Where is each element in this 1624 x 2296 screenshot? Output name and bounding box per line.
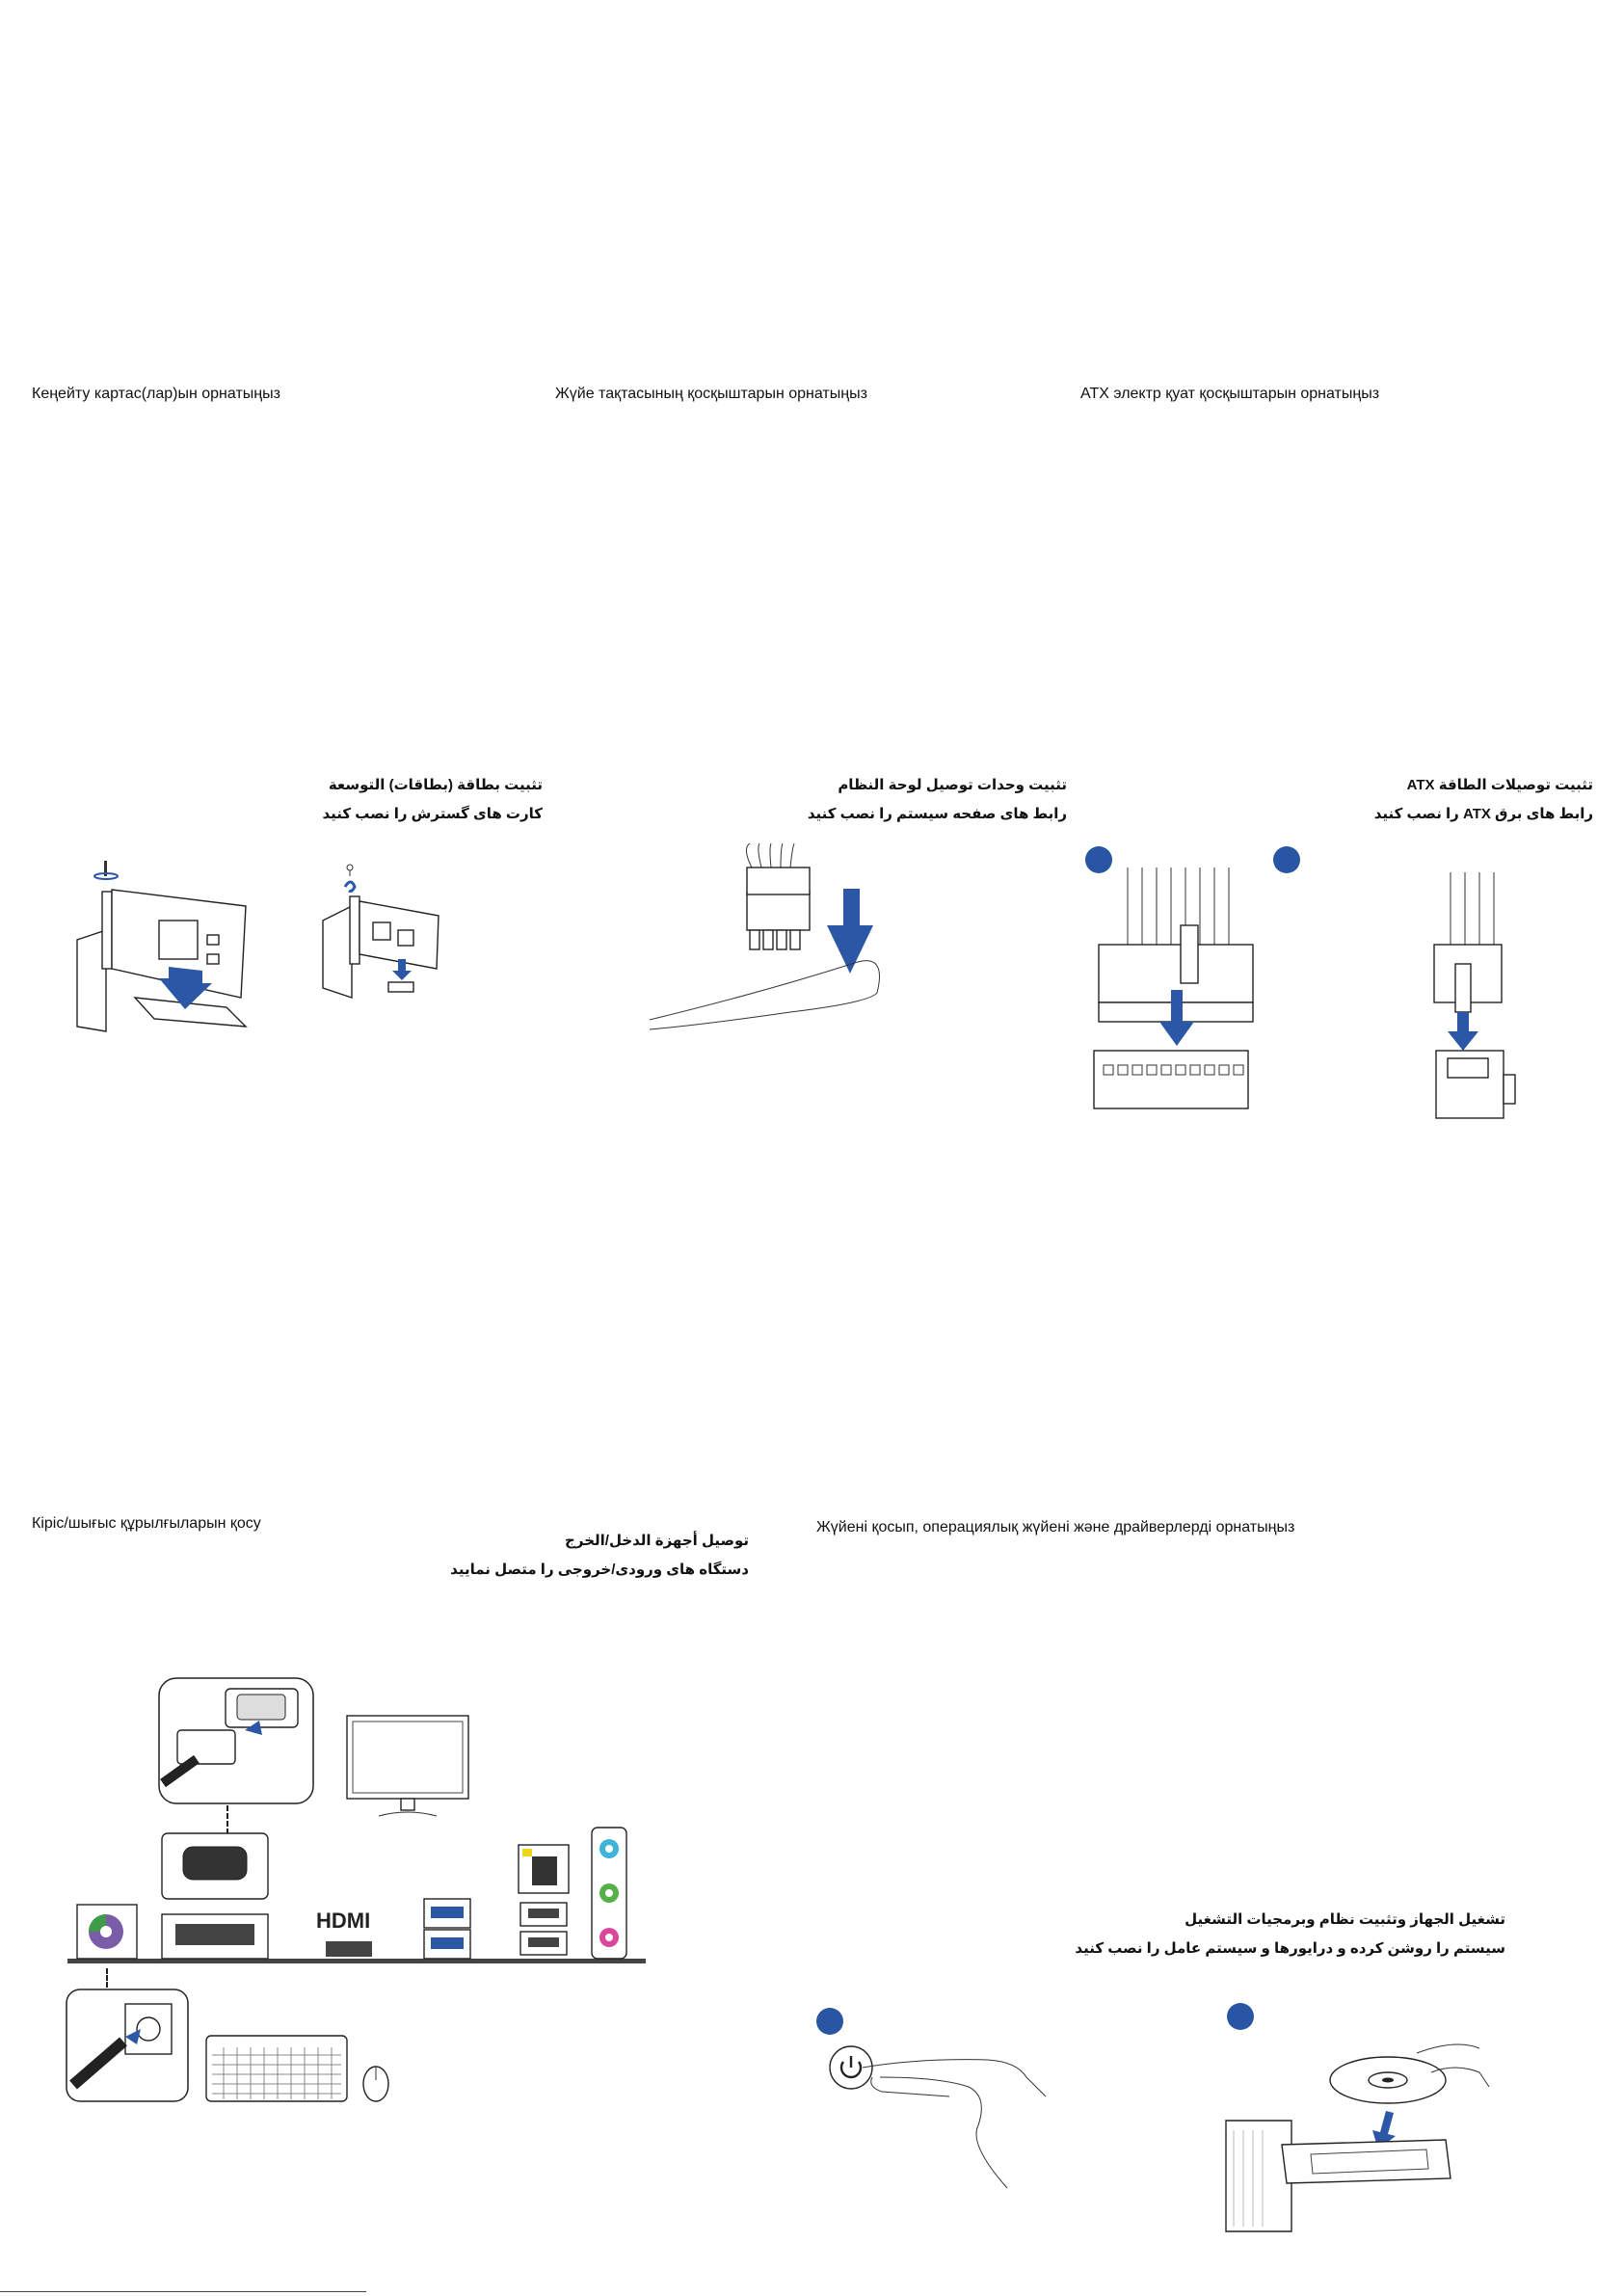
io-title-ar: توصيل أجهزة الدخل/الخرج (565, 1533, 749, 1549)
ps2-callout-dashes (106, 1968, 108, 1988)
power-title-ar: تشغيل الجهاز وتثبيت نظام وبرمجيات التشغي… (1185, 1911, 1505, 1928)
usb2-ports (519, 1902, 568, 1956)
power-heading: Жүйені қосып, операциялық жүйені және др… (816, 1519, 1295, 1535)
panel-heading: Жүйе тақтасының қосқыштарын орнатыңыз (555, 386, 867, 402)
lan-port (518, 1844, 570, 1894)
panel-title-ar: تثبيت وحدات توصيل لوحة النظام (838, 777, 1067, 793)
expansion-title-fa: کارت های گسترش را نصب کنید (322, 806, 543, 822)
atx-24pin-illustration (1093, 868, 1254, 1109)
socket-pins (1103, 1064, 1244, 1076)
connector-pins (749, 929, 801, 950)
atx-title-fa: رابط های برق ATX را نصب کنید (1373, 806, 1593, 822)
usb3-ports (423, 1898, 471, 1960)
down-arrow-icon (1372, 2111, 1396, 2149)
vga-port (161, 1832, 269, 1900)
rear-io-panel: HDMI (67, 1827, 646, 1963)
screwdriver-icon (93, 861, 119, 880)
panel-connector-illustration (649, 842, 880, 1030)
step-1-badge (1085, 846, 1112, 873)
atx-heading: ATX электр қуат қосқыштарын орнатыңыз (1080, 386, 1380, 402)
footer-rule (0, 2291, 366, 2292)
vga-cable-zoom (158, 1677, 314, 1804)
step-1-badge (816, 2008, 843, 2035)
dvi-port (161, 1913, 269, 1960)
expansion-title-ar: تثبيت بطاقة (بطاقات) التوسعة (328, 777, 543, 793)
mouse-icon (362, 2066, 389, 2102)
ps2-port (76, 1904, 138, 1960)
power-icon (839, 2056, 863, 2079)
power-button-press (829, 2045, 1047, 2189)
screw-icon (343, 864, 357, 893)
panel-title-fa: رابط های صفحه سیستم را نصب کنید (807, 806, 1067, 822)
atx-8pin-illustration (1433, 872, 1516, 1119)
monitor-icon (346, 1715, 469, 1817)
expansion-card-illustration (76, 861, 248, 1032)
disc-insert-illustration (1225, 2043, 1490, 2232)
hdmi-logo: HDMI (316, 1909, 370, 1933)
step-2-badge (1273, 846, 1300, 873)
vga-callout-dashes (226, 1805, 228, 1834)
disc-icon (1329, 2056, 1447, 2104)
expansion-heading: Кеңейту картас(лар)ын орнатыңыз (32, 386, 280, 402)
audio-jacks (591, 1827, 627, 1960)
io-heading: Кіріс/шығыс құрылғыларын қосу (32, 1515, 261, 1532)
down-arrow-icon (1448, 1012, 1478, 1051)
down-arrow-icon (827, 889, 873, 974)
hdmi-port: HDMI (316, 1909, 372, 1957)
atx-title-ar: تثبيت توصيلات الطاقة ATX (1406, 777, 1593, 793)
keyboard-icon (205, 2035, 348, 2102)
io-title-fa: دستگاه های ورودی/خروجی را متصل نمایید (450, 1562, 749, 1578)
expansion-card-small-illustration (322, 864, 439, 999)
ps2-cable-zoom (66, 1989, 189, 2102)
down-arrow-icon (1159, 990, 1194, 1046)
step-2-badge (1227, 2003, 1254, 2030)
power-title-fa: سیستم را روشن کرده و درایورها و سیستم عا… (1075, 1940, 1505, 1957)
